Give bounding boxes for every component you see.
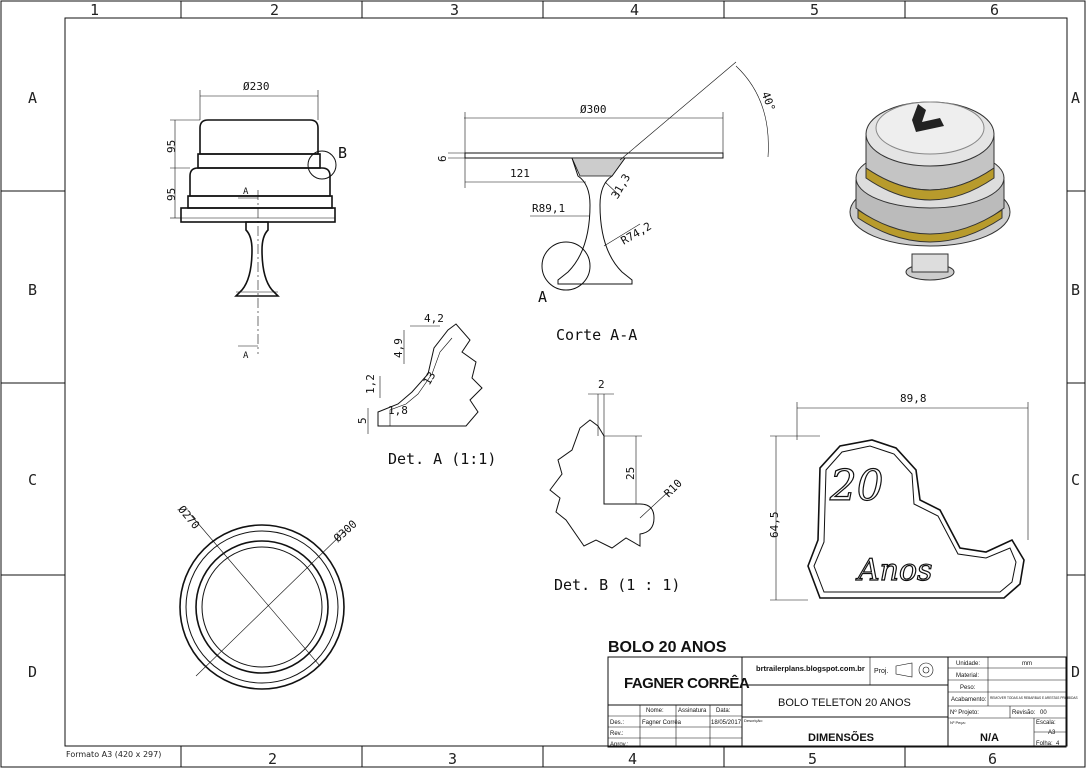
top-dia-300: Ø300 [331, 517, 359, 544]
zone-row-b-right: B [1071, 281, 1080, 299]
zone-col-2-bottom: 2 [268, 750, 277, 768]
detail-a-5: 5 [356, 417, 369, 424]
section-angle: 40° [759, 90, 778, 113]
unit-value: mm [1022, 661, 1032, 667]
front-view: B Ø230 95 95 A A [165, 80, 347, 361]
detail-b-view: 2 25 R10 Det. B (1 : 1) [549, 378, 685, 594]
zone-col-6: 6 [990, 1, 999, 19]
zone-col-3: 3 [450, 1, 459, 19]
section-len-121: 121 [510, 167, 530, 180]
descr-label: Descrição: [744, 718, 763, 723]
zone-col-4: 4 [630, 1, 639, 19]
view-title: DIMENSÕES [808, 731, 874, 744]
zone-row-d: D [28, 663, 37, 681]
zone-row-c: C [28, 471, 37, 489]
section-view: Ø300 6 121 40° 31,3 R89,1 R74,2 A Corte … [436, 61, 778, 344]
paper-format-note: Formato A3 (420 x 297) [66, 750, 161, 759]
company-logo: FAGNER CORRÊA [624, 674, 750, 692]
inner-border [64, 17, 1068, 747]
revision-label: Revisão: [1012, 710, 1036, 716]
section-r2: R74,2 [619, 220, 654, 248]
top-dia-270: Ø270 [175, 503, 202, 532]
row-rev-label: Rev.: [610, 731, 624, 737]
project-no-label: Nº Projeto: [950, 709, 979, 716]
row-des-label: Des.: [610, 720, 624, 726]
detail-a-caption: Det. A (1:1) [388, 450, 496, 468]
zone-row-a-right: A [1071, 89, 1080, 107]
topper-height: 64,5 [768, 512, 781, 539]
front-section-mark-bottom: A [243, 351, 249, 361]
zone-col-3-bottom: 3 [448, 750, 457, 768]
scale-label: Escala: [1036, 720, 1056, 726]
section-thickness: 6 [436, 155, 449, 162]
zone-col-6-bottom: 6 [988, 750, 997, 768]
revision-value: 00 [1040, 710, 1047, 716]
material-label: Material: [956, 673, 979, 679]
zone-row-b: B [28, 281, 37, 299]
zone-row-c-right: C [1071, 471, 1080, 489]
zone-row-a: A [28, 89, 37, 107]
detail-a-view: 4,2 4,9 13 1,2 1,8 5 Det. A (1:1) [356, 312, 496, 468]
weight-label: Peso: [960, 685, 976, 691]
detail-a-1-2: 1,2 [364, 374, 377, 394]
zone-col-5: 5 [810, 1, 819, 19]
sheet-label: Folha: [1036, 741, 1053, 747]
website: brtrailerplans.blogspot.com.br [756, 664, 865, 673]
top-view: Ø270 Ø300 [175, 503, 360, 690]
zone-row-d-right: D [1071, 663, 1080, 681]
zone-col-2: 2 [270, 1, 279, 19]
col-sign: Assinatura [678, 708, 707, 714]
finish-label: Acabamento: [951, 697, 987, 703]
sheet-value: 4 [1056, 741, 1060, 747]
projection-symbol-icon [895, 662, 913, 678]
cake-render [849, 101, 1011, 281]
col-date: Data: [716, 708, 731, 714]
title-block-heading: BOLO 20 ANOS [608, 639, 727, 656]
topper-width: 89,8 [900, 392, 927, 405]
section-dia-300: Ø300 [580, 103, 607, 116]
detail-b-2: 2 [598, 378, 605, 391]
scale-value: A3 [1048, 730, 1056, 736]
col-name: Nome: [646, 708, 664, 714]
title-block: BOLO 20 ANOS FAGNER CORRÊA brtrailerplan… [607, 639, 1078, 748]
front-detail-b-label: B [338, 144, 347, 162]
drawing-title: BOLO TELETON 20 ANOS [778, 697, 911, 709]
detail-b-25: 25 [624, 467, 637, 480]
front-section-mark-top: A [243, 187, 249, 197]
detail-a-1-8: 1,8 [388, 404, 408, 417]
detail-a-4-2: 4,2 [424, 312, 444, 325]
piece-value: N/A [980, 732, 999, 744]
section-caption: Corte A-A [556, 326, 637, 344]
topper-view: 89,8 64,5 20 Anos [768, 392, 1029, 601]
zone-col-5-bottom: 5 [808, 750, 817, 768]
front-h-95-top: 95 [165, 140, 178, 153]
row-des-name: Fagner Corrêa [642, 720, 682, 726]
detail-a-13: 13 [421, 369, 439, 387]
zone-col-1: 1 [90, 1, 99, 19]
detail-b-caption: Det. B (1 : 1) [554, 576, 680, 594]
finish-note: REMOVER TODAS AS REBARBAS E ARESTAS PROI… [990, 696, 1078, 700]
topper-text-anos: Anos [855, 553, 932, 588]
projection-label: Proj. [874, 668, 888, 675]
detail-b-r10: R10 [662, 477, 685, 500]
row-aprov-label: Aprov.: [610, 742, 629, 748]
unit-label: Unidade: [956, 661, 980, 667]
front-h-95-bottom: 95 [165, 188, 178, 201]
section-r1: R89,1 [532, 202, 565, 215]
piece-label: Nº Peça: [950, 720, 966, 725]
front-dia-230: Ø230 [243, 80, 270, 93]
zone-col-4-bottom: 4 [628, 750, 637, 768]
row-des-date: 18/05/2017 [711, 720, 742, 726]
topper-text-20: 20 [829, 461, 883, 510]
detail-a-4-9: 4,9 [392, 338, 405, 358]
section-detail-a-label: A [538, 288, 547, 306]
